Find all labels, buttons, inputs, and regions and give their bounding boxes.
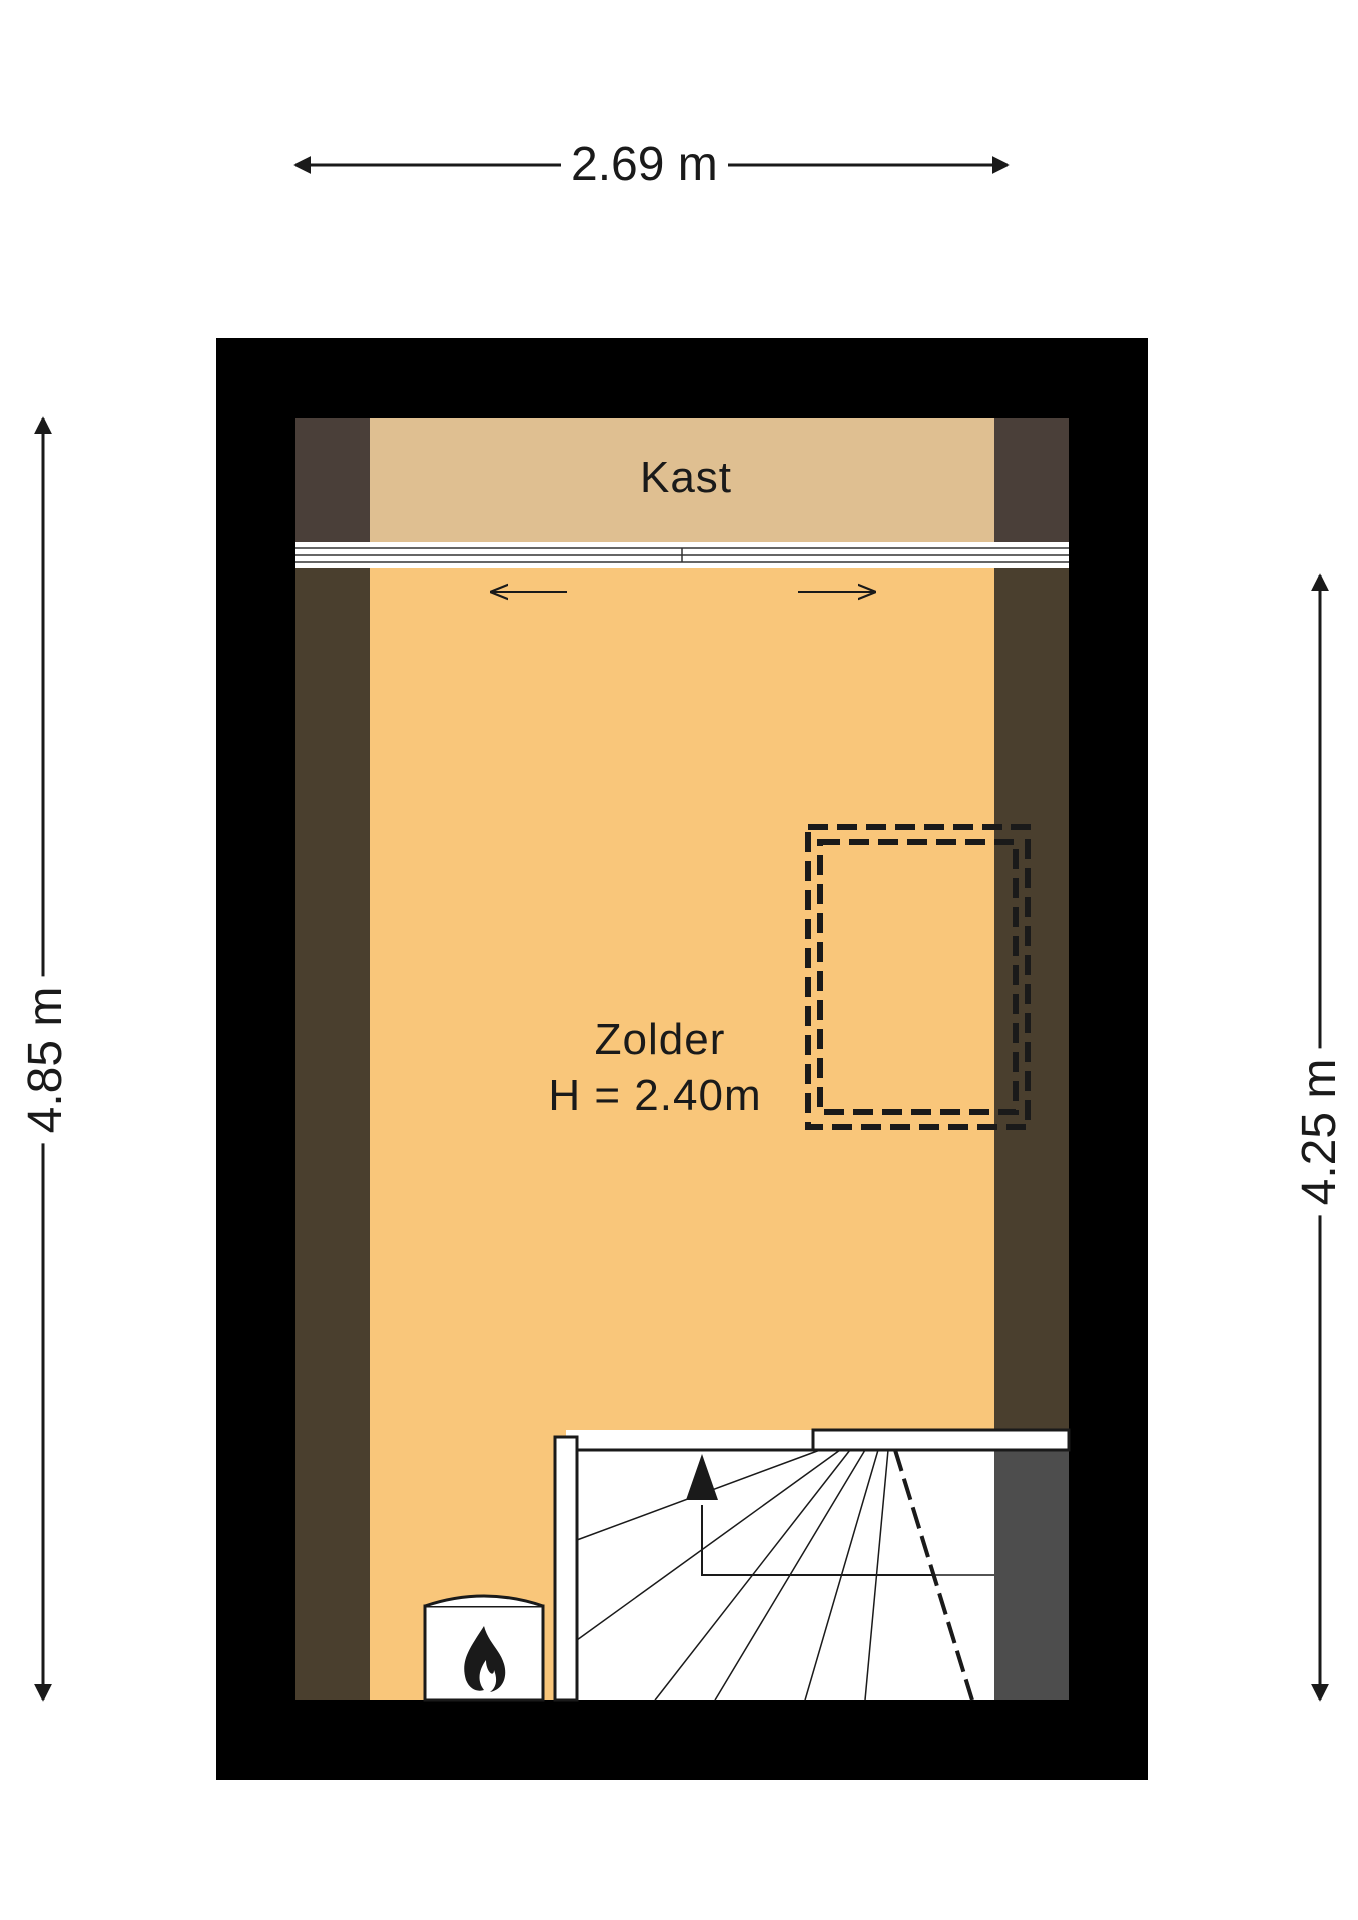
slope-zone-left <box>295 568 370 1700</box>
room-label-kast: Kast <box>639 453 733 502</box>
kast-area <box>370 418 994 542</box>
dimension-label-left: 4.85 m <box>19 976 72 1144</box>
dimension-label-top: 2.69 m <box>561 141 728 189</box>
room-label-zolder: Zolder <box>594 1015 726 1064</box>
room-height-zolder: H = 2.40m <box>548 1071 762 1120</box>
sliding-door <box>295 542 1069 568</box>
kast-slope-right <box>994 418 1069 542</box>
staircase-icon <box>553 1428 1071 1702</box>
kast-slope-left <box>295 418 370 542</box>
roof-hatch-icon <box>805 824 1031 1130</box>
slope-zone-right <box>994 568 1069 1430</box>
boiler-flame-icon <box>423 1594 545 1702</box>
dimension-label-right: 4.25 m <box>1293 1048 1346 1216</box>
